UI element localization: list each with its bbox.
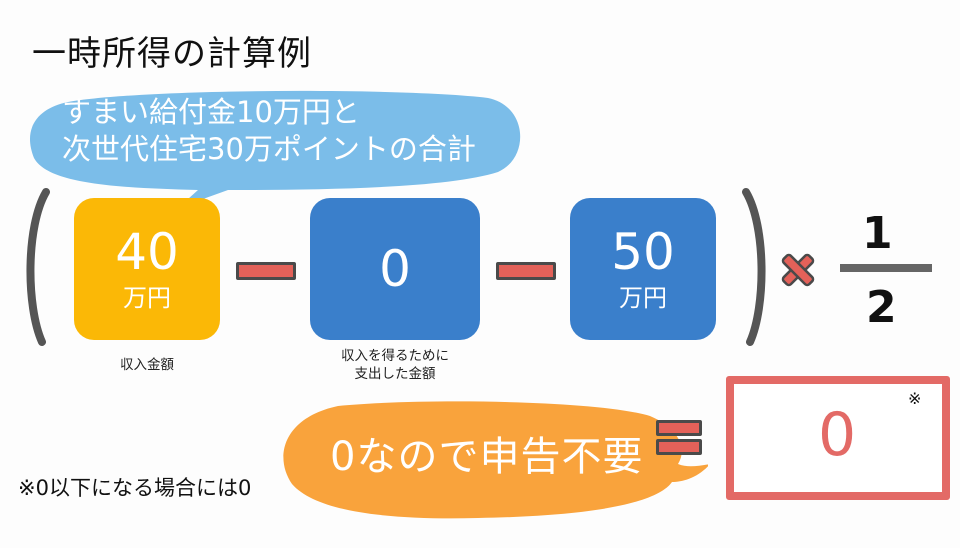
equals-top-bar	[656, 420, 702, 436]
income-value: 40	[115, 223, 179, 281]
result-note-mark: ※	[908, 389, 922, 408]
close-paren-icon	[742, 188, 766, 346]
minus-icon	[496, 262, 556, 280]
deduction-unit: 万円	[619, 284, 667, 312]
deduction-value: 50	[611, 223, 675, 281]
minus-icon	[236, 262, 296, 280]
blue-bubble-text: すまい給付金10万円と 次世代住宅30万ポイントの合計	[62, 95, 476, 166]
income-label: 収入金額	[120, 357, 174, 373]
multiply-icon	[781, 253, 815, 287]
fraction-denominator: 2	[866, 282, 897, 333]
result-value: 0	[818, 400, 857, 470]
orange-bubble-text: 0なので申告不要	[330, 434, 644, 480]
result-box	[726, 376, 950, 500]
expense-box: 0	[310, 198, 480, 340]
income-unit: 万円	[123, 284, 171, 312]
equals-bottom-bar	[656, 439, 702, 455]
page-title: 一時所得の計算例	[32, 34, 312, 74]
expense-label: 収入を得るために 支出した金額	[341, 348, 449, 382]
fraction-numerator: 1	[862, 208, 893, 259]
expense-value: 0	[379, 240, 411, 298]
equals-icon	[656, 420, 702, 455]
orange-speech-bubble	[283, 401, 708, 519]
blue-speech-bubble	[29, 90, 521, 208]
deduction-box: 50 万円	[570, 198, 716, 340]
income-box: 40 万円	[74, 198, 220, 340]
fraction-bar	[840, 264, 932, 272]
open-paren-icon	[26, 188, 50, 346]
footnote: ※0以下になる場合には0	[18, 476, 252, 500]
